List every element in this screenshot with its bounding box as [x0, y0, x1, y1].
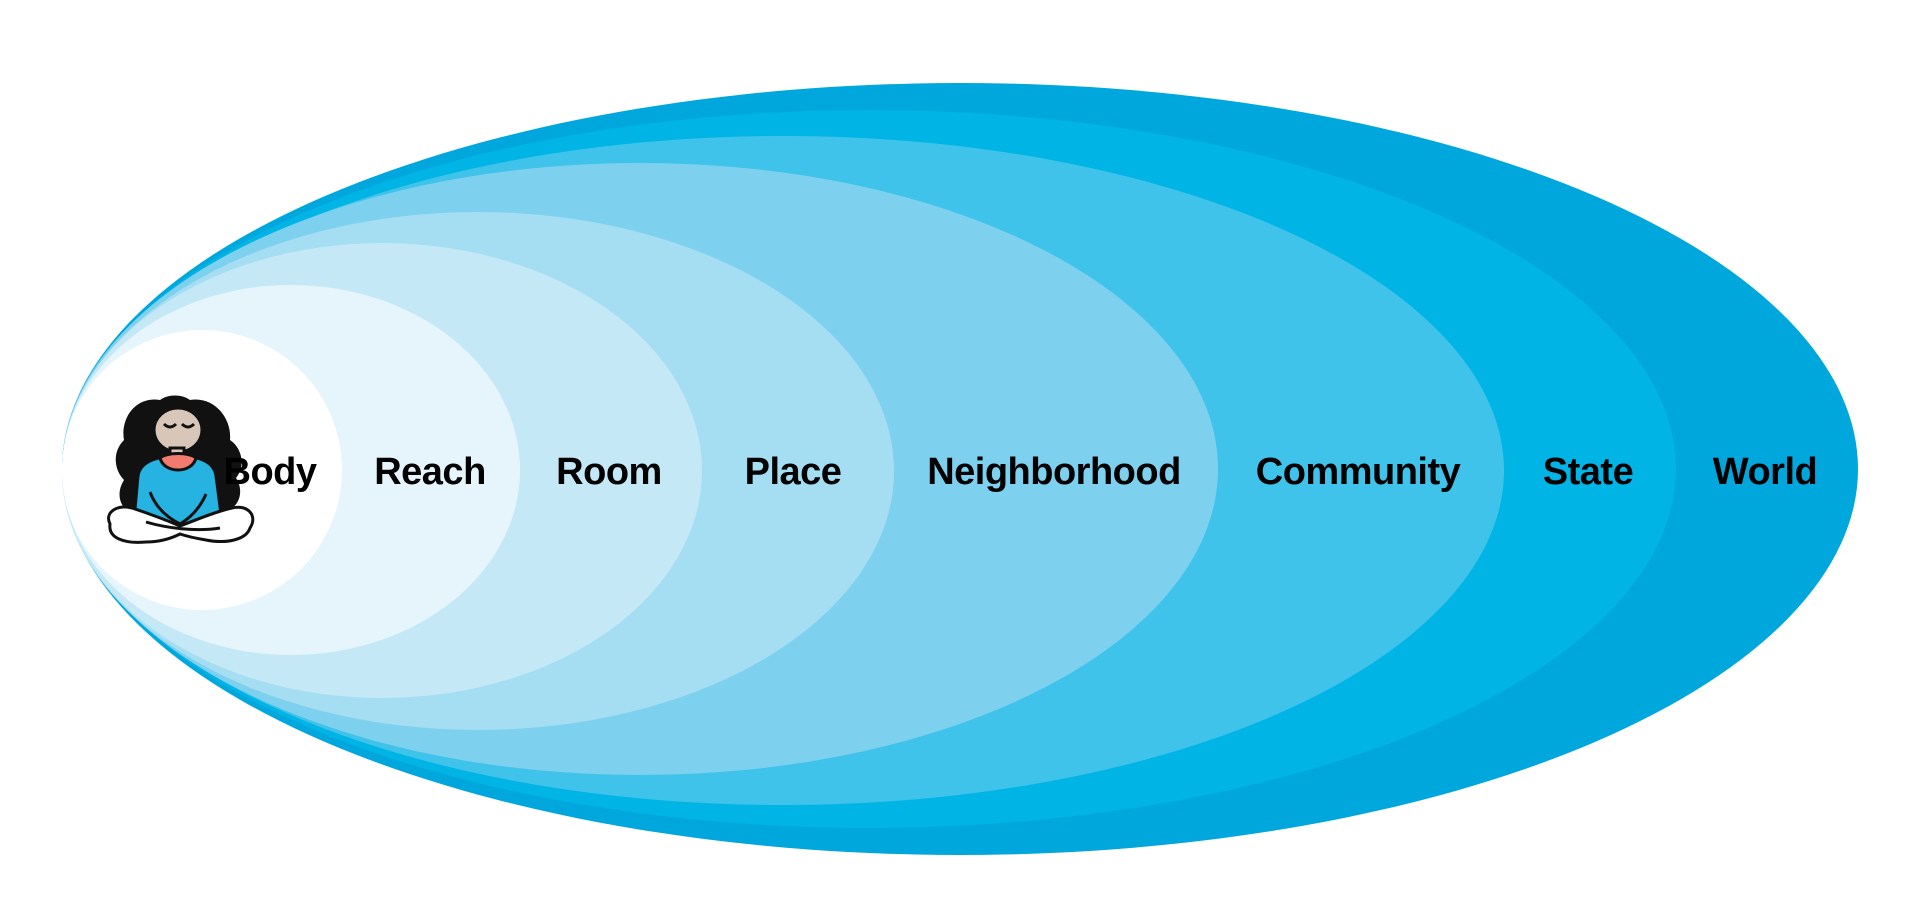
eye-left-icon: [162, 422, 178, 429]
labels-layer: Body Reach Room Place Neighborhood Community S…: [224, 451, 1818, 493]
ring-label-community: Community: [1256, 451, 1461, 493]
arm-right-line: [179, 493, 208, 526]
ring-label-state: State: [1543, 451, 1633, 493]
arm-left-line: [148, 491, 181, 526]
eye-right-icon: [180, 422, 196, 429]
ring-label-neighborhood: Neighborhood: [927, 451, 1181, 493]
rings-layer: [62, 83, 1858, 855]
crossed-legs-shape: [107, 505, 255, 544]
collar-shape: [158, 452, 198, 472]
ring-label-room: Room: [556, 451, 662, 493]
face-shape: [152, 406, 204, 454]
ring-label-body: Body: [224, 451, 317, 493]
ring-label-world: World: [1713, 451, 1817, 493]
meditating-person-icon: [107, 395, 255, 544]
ring-label-reach: Reach: [374, 451, 486, 493]
ring-label-place: Place: [745, 451, 842, 493]
leg-cross-line: [145, 520, 221, 532]
